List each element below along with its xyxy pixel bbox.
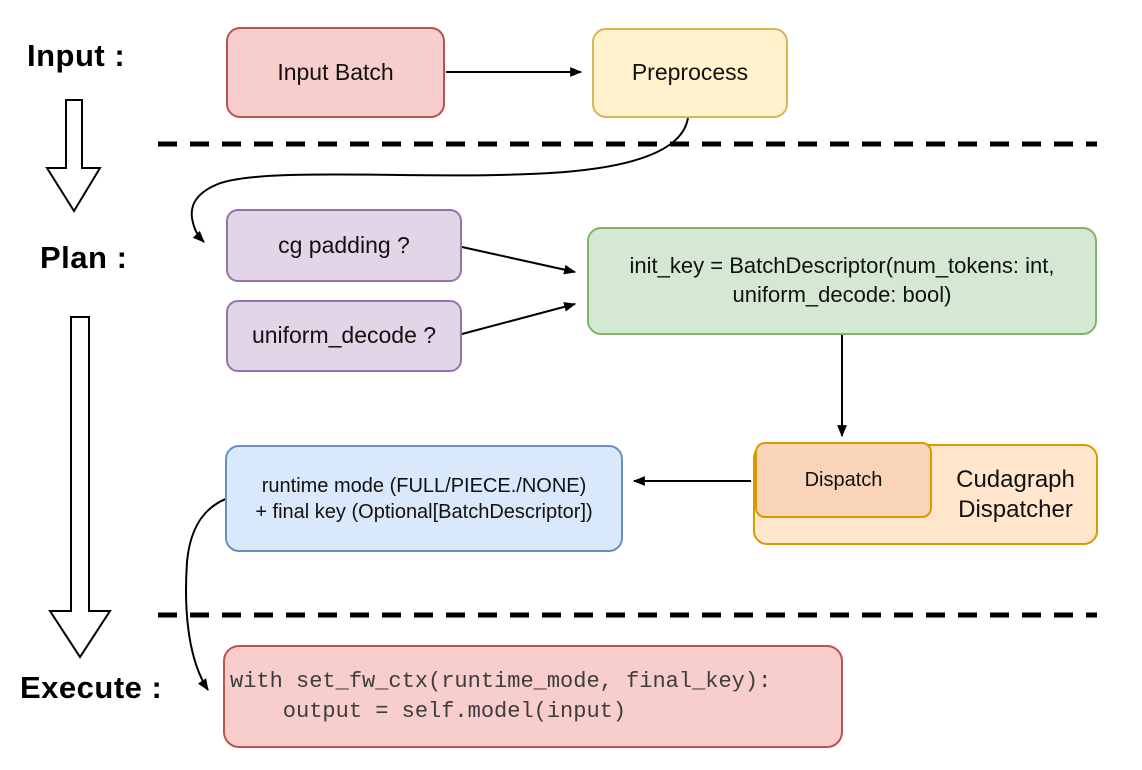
node-cg-padding: cg padding ?: [226, 209, 462, 282]
node-preprocess-label: Preprocess: [631, 59, 749, 86]
section-label-input: Input :: [27, 38, 126, 73]
node-input-batch: Input Batch: [226, 27, 445, 118]
arrow-cg-padding-to-init-key: [461, 246, 577, 275]
node-runtime-mode-line1: runtime mode (FULL/PIECE./NONE): [261, 474, 587, 497]
node-uniform-decode-label: uniform_decode ?: [251, 322, 437, 349]
node-init-key-line1: init_key = BatchDescriptor(num_tokens: i…: [629, 253, 1055, 279]
node-dispatch: Dispatch: [755, 442, 932, 518]
node-cudagraph-dispatcher-label: Cudagraph Dispatcher: [956, 466, 1075, 523]
node-init-key: init_key = BatchDescriptor(num_tokens: i…: [587, 227, 1097, 335]
node-preprocess: Preprocess: [592, 28, 788, 118]
node-runtime-mode: runtime mode (FULL/PIECE./NONE) + final …: [225, 445, 623, 552]
plan-section-arrow: [48, 316, 112, 659]
node-runtime-mode-line2: + final key (Optional[BatchDescriptor]): [255, 500, 593, 523]
execute-code-line1: with set_fw_ctx(runtime_mode, final_key)…: [230, 668, 772, 694]
arrow-preprocess-to-cg-padding: [190, 117, 689, 243]
node-dispatch-label: Dispatch: [804, 469, 883, 491]
node-init-key-line2: uniform_decode: bool): [732, 282, 952, 307]
arrow-uniform-decode-to-init-key: [461, 302, 577, 335]
node-execute-code: with set_fw_ctx(runtime_mode, final_key)…: [223, 645, 843, 748]
node-cg-padding-label: cg padding ?: [278, 231, 410, 258]
section-label-execute: Execute :: [20, 670, 163, 705]
section-label-plan: Plan :: [40, 240, 128, 275]
input-section-arrow: [45, 99, 102, 213]
node-uniform-decode: uniform_decode ?: [226, 300, 462, 372]
node-input-batch-label: Input Batch: [277, 58, 394, 85]
execute-code-line2: output = self.model(input): [230, 698, 627, 724]
arrow-runtime-mode-to-execute-code: [185, 496, 232, 691]
